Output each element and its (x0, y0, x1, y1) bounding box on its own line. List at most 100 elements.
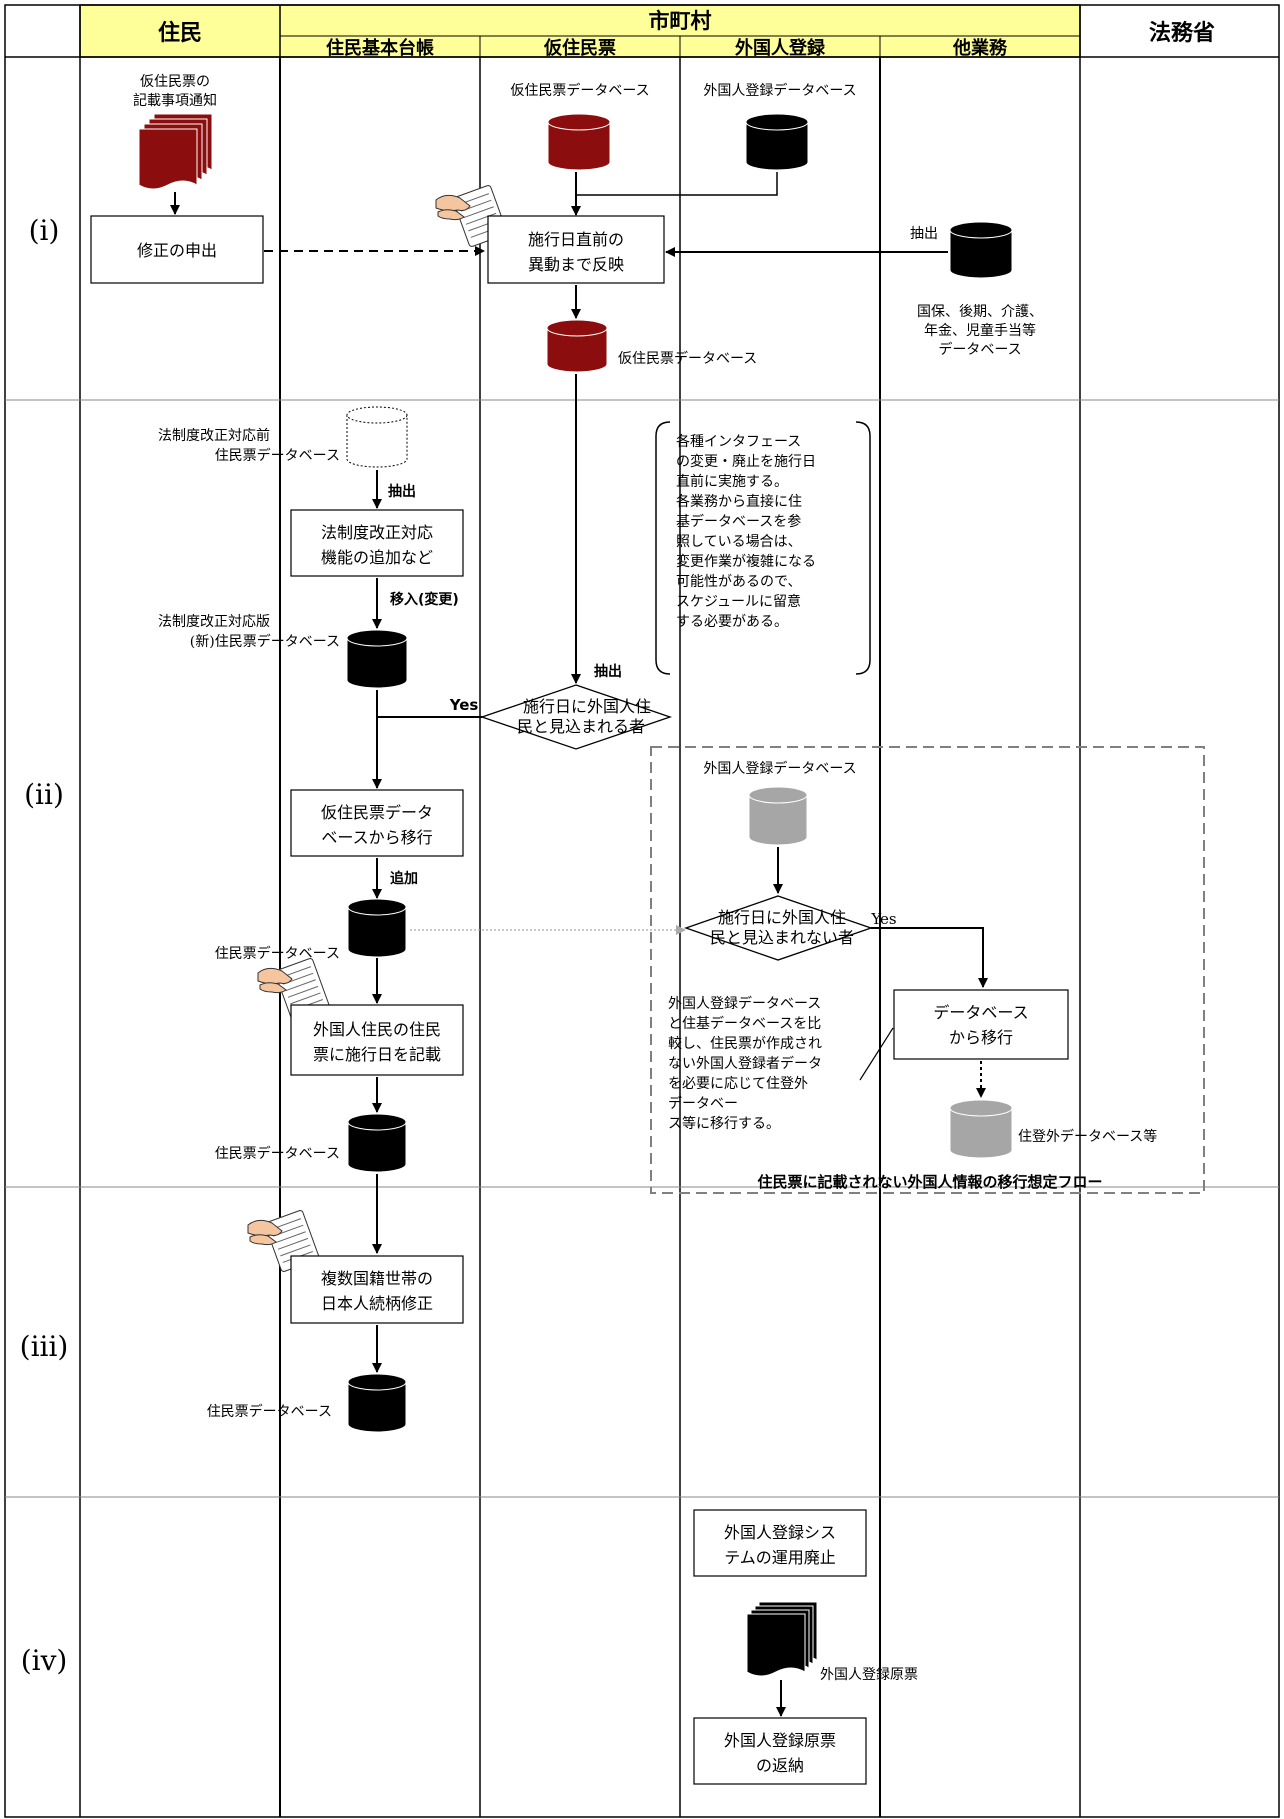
migrate-db-text: データベース (933, 1003, 1028, 1022)
return-register-text-2: の返納 (756, 1756, 804, 1775)
compare-line-7: ス等に移行する。 (668, 1115, 780, 1132)
abolish-system-text-2: テムの運用廃止 (724, 1548, 836, 1567)
resident-db-label-2: 住民票データベース (215, 1145, 340, 1162)
header-temp-resident: 仮住民票 (543, 37, 616, 59)
reflect-text: 施行日直前の (528, 230, 624, 249)
migrate-temp-box (290, 789, 464, 857)
add-function-box (290, 509, 464, 577)
notice-label-2: 記載事項通知 (133, 92, 217, 109)
keyboard-hand-icon-2 (257, 958, 330, 1020)
resident-db-label: 住民票データベース (215, 945, 340, 962)
header-municipality: 市町村 (649, 9, 712, 33)
non-resident-db-icon (949, 1099, 1013, 1159)
new-db-label-2: (新)住民票データベース (190, 633, 340, 650)
interface-note: 各種インタフェース の変更・廃止を施行日 直前に実施する。 各業務から直接に住 … (655, 421, 871, 675)
note-line-4: 各業務から直接に住 (676, 493, 802, 510)
group-caption: 住民票に記載されない外国人情報の移行想定フロー (757, 1173, 1102, 1191)
record-date-text: 外国人住民の住民 (313, 1020, 441, 1039)
other-db-label-3: データベース (938, 341, 1021, 358)
decision-2-text: 施行日に外国人住 (718, 908, 846, 927)
note-line-1: 各種インタフェース (676, 434, 801, 450)
resident-db-2-icon (347, 1113, 407, 1173)
abolish-system-box (693, 1509, 867, 1577)
compare-line-5: を必要に応じて住登外 (668, 1076, 808, 1092)
migrate-db-box (893, 989, 1069, 1060)
foreign-db-label: 外国人登録データベース (703, 82, 856, 99)
old-db-label-2: 住民票データベース (215, 447, 340, 464)
header: 住民 市町村 法務省 住民基本台帳 仮住民票 外国人登録 他業務 (79, 4, 1215, 59)
request-text: 修正の申出 (137, 241, 217, 260)
note-line-7: 変更作業が複雑になる (676, 553, 816, 570)
header-other: 他業務 (952, 37, 1008, 59)
yes-label-2: Yes (870, 910, 896, 928)
phase-label-ii: (ii) (24, 778, 64, 811)
header-basic-register: 住民基本台帳 (326, 37, 434, 59)
compare-line-6: データベー (668, 1095, 738, 1112)
migrate-change-label: 移入(変更) (390, 591, 459, 608)
record-date-box (290, 1004, 464, 1076)
foreign-db-icon (745, 113, 809, 171)
fix-relation-text: 複数国籍世帯の (321, 1269, 433, 1288)
add-function-text: 法制度改正対応 (321, 523, 433, 542)
note-line-9: スケジュールに留意 (676, 593, 801, 610)
resident-db-icon (347, 898, 407, 958)
reflect-box (487, 215, 665, 284)
decision-2-text-2: 民と見込まれない者 (710, 928, 854, 947)
temp-db-label: 仮住民票データベース (510, 82, 649, 99)
compare-line-3: 較し、住民票が作成され (668, 1036, 822, 1052)
compare-note: 外国人登録データベース と住基データベースを比 較し、住民票が作成され ない外国… (668, 995, 822, 1132)
original-register-label: 外国人登録原票 (820, 1667, 918, 1683)
extract-label-ii-2: 抽出 (594, 663, 622, 680)
add-label: 追加 (390, 870, 418, 887)
original-register-document-icon (746, 1601, 818, 1677)
note-line-6: 照している場合は、 (676, 534, 802, 550)
note-line-8: 可能性があるので、 (676, 574, 801, 590)
note-line-10: する必要がある。 (676, 614, 788, 630)
old-db-icon (346, 406, 408, 468)
compare-line-4: ない外国人登録者データ (668, 1055, 822, 1072)
decision-not-foreign-resident (684, 895, 873, 961)
migrate-temp-text: 仮住民票データ (321, 803, 433, 822)
non-recorded-group (650, 746, 1205, 1194)
decision-1-text-2: 民と見込まれる者 (517, 717, 645, 736)
compare-line-1: 外国人登録データベース (668, 995, 821, 1012)
notice-label: 仮住民票の (140, 74, 210, 90)
phase-label-iii: (iii) (20, 1330, 69, 1363)
return-register-box (693, 1717, 867, 1785)
group-foreign-db-label: 外国人登録データベース (703, 760, 856, 777)
other-db-label-2: 年金、児童手当等 (924, 322, 1036, 339)
decision-foreign-resident (479, 684, 673, 750)
yes-label-1: Yes (449, 696, 479, 714)
phase-label-iv: (iv) (21, 1644, 68, 1677)
new-db-icon (346, 629, 408, 689)
migrate-db-text-2: から移行 (949, 1028, 1013, 1047)
new-db-label: 法制度改正対応版 (158, 614, 270, 630)
record-date-text-2: 票に施行日を記載 (313, 1045, 441, 1064)
add-function-text-2: 機能の追加など (321, 548, 433, 567)
temp-db-icon (547, 113, 611, 171)
extract-label-i: 抽出 (910, 226, 938, 242)
fix-relation-box (290, 1255, 464, 1324)
group-foreign-db-icon (748, 786, 808, 846)
notice-document-icon (138, 113, 213, 190)
fix-relation-text-2: 日本人続柄修正 (321, 1294, 433, 1313)
compare-line-2: と住基データベースを比 (668, 1015, 821, 1032)
temp-db-2-icon (546, 319, 608, 373)
migrate-temp-text-2: ベースから移行 (321, 828, 432, 847)
note-line-3: 直前に実施する。 (676, 473, 788, 490)
abolish-system-text: 外国人登録シス (724, 1523, 836, 1542)
extract-label-ii: 抽出 (388, 483, 416, 500)
header-moj: 法務省 (1149, 20, 1215, 46)
reflect-text-2: 異動まで反映 (528, 255, 624, 274)
note-line-2: の変更・廃止を施行日 (676, 453, 816, 470)
old-db-label: 法制度改正対応前 (158, 427, 270, 444)
other-db-icon (949, 221, 1013, 279)
note-line-5: 基データベースを参 (676, 513, 801, 530)
decision-1-text: 施行日に外国人住 (523, 697, 651, 716)
non-resident-db-label: 住登外データベース等 (1018, 1128, 1157, 1145)
header-foreign-reg: 外国人登録 (735, 37, 826, 59)
phase-label-i: (i) (29, 214, 60, 247)
header-resident: 住民 (158, 20, 202, 46)
request-box (90, 215, 264, 284)
